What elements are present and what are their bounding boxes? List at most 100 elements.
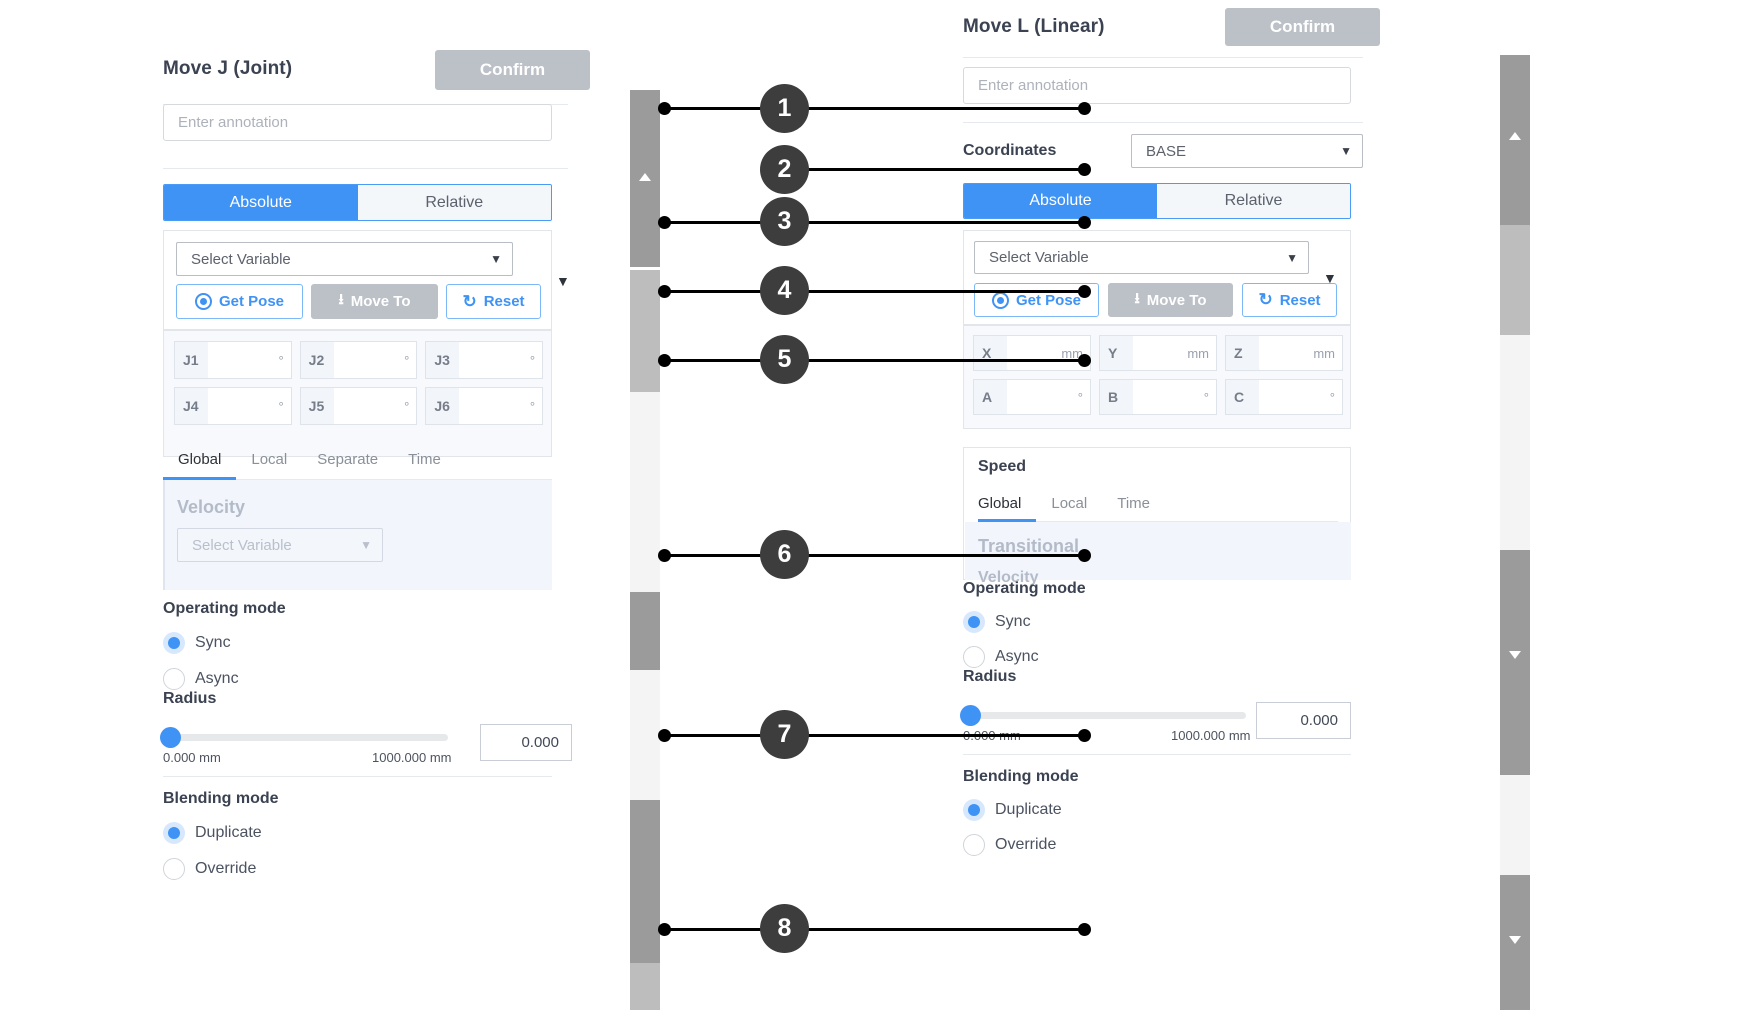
get-pose-button[interactable]: Get Pose <box>176 284 303 319</box>
scrollbar-track-top[interactable] <box>1500 55 1530 225</box>
scrollbar-track-top[interactable] <box>630 90 660 267</box>
radio-sync[interactable]: Sync <box>163 632 552 654</box>
radio-icon-checked[interactable] <box>963 611 985 633</box>
callout-dot-right-6 <box>1078 549 1091 562</box>
scrollbar-thumb[interactable] <box>630 270 660 392</box>
joint-row-2: J4 ° J5 ° J6 ° <box>174 387 544 425</box>
tab-time[interactable]: Time <box>408 451 441 468</box>
move-to-button[interactable]: ⭳ Move To <box>1108 283 1233 317</box>
scrollbar-track-bottom[interactable] <box>630 800 660 963</box>
speed-tabs[interactable]: Global Local Separate Time <box>163 440 552 480</box>
scrollbar-secondary-thumb[interactable] <box>630 592 660 670</box>
tab-local[interactable]: Local <box>1051 495 1088 512</box>
pose-field-z[interactable]: Z mm <box>1225 335 1343 371</box>
radio-duplicate[interactable]: Duplicate <box>963 799 1351 821</box>
left-scrollbar[interactable] <box>630 90 660 1010</box>
scrollbar-thumb-bottom[interactable] <box>630 963 660 1010</box>
get-pose-label: Get Pose <box>1015 291 1082 309</box>
velocity-variable-select[interactable]: Select Variable ▼ <box>177 528 383 562</box>
radio-icon-unchecked[interactable] <box>963 646 985 668</box>
pose-field-x[interactable]: X mm <box>973 335 1091 371</box>
radio-async[interactable]: Async <box>163 668 552 690</box>
speed-tabs[interactable]: Global Local Time <box>978 486 1338 522</box>
scrollbar-track-lower[interactable] <box>1500 550 1530 775</box>
tab-global[interactable]: Global <box>978 486 1037 522</box>
mode-segment-control[interactable]: Absolute Relative <box>163 184 552 221</box>
tab-absolute[interactable]: Absolute <box>164 185 358 220</box>
tab-absolute[interactable]: Absolute <box>964 184 1157 218</box>
radio-async[interactable]: Async <box>963 646 1351 668</box>
radius-value-input[interactable]: 0.000 <box>480 724 572 761</box>
tab-time[interactable]: Time <box>1117 495 1150 512</box>
scrollbar-track-mid[interactable] <box>1500 335 1530 550</box>
expand-variable-caret-icon[interactable]: ▼ <box>556 273 570 289</box>
radio-duplicate[interactable]: Duplicate <box>163 822 552 844</box>
radio-icon-unchecked[interactable] <box>163 668 185 690</box>
joint-field-j6[interactable]: J6 ° <box>425 387 544 425</box>
radius-title: Radius <box>163 690 217 707</box>
pose-unit: mm <box>1061 345 1083 361</box>
radius-slider[interactable] <box>160 727 448 748</box>
joint-field-j4[interactable]: J4 ° <box>174 387 292 425</box>
radio-label: Async <box>195 670 239 687</box>
joint-field-j1[interactable]: J1 ° <box>174 341 292 379</box>
tab-separate[interactable]: Separate <box>317 451 379 468</box>
scroll-down-arrow-icon[interactable] <box>1509 651 1521 660</box>
radio-icon-checked[interactable] <box>963 799 985 821</box>
tab-local[interactable]: Local <box>251 451 288 468</box>
slider-handle[interactable] <box>160 727 181 748</box>
scrollbar-thumb[interactable] <box>1500 225 1530 335</box>
annotation-input[interactable]: Enter annotation <box>163 104 552 141</box>
mode-segment-control[interactable]: Absolute Relative <box>963 183 1351 219</box>
radio-label: Sync <box>995 613 1031 630</box>
radio-sync[interactable]: Sync <box>963 611 1351 633</box>
expand-variable-caret-icon[interactable]: ▼ <box>1323 270 1337 286</box>
speed-title: Speed <box>978 458 1027 475</box>
variable-select[interactable]: Select Variable ▼ <box>974 241 1309 274</box>
variable-select[interactable]: Select Variable ▼ <box>176 242 513 276</box>
confirm-button[interactable]: Confirm <box>435 50 590 90</box>
callout-4: 4 <box>760 266 809 315</box>
radius-group: Radius 0.000 mm 1000.000 mm 0.000 <box>960 668 1373 743</box>
radio-icon-checked[interactable] <box>163 632 185 654</box>
joint-field-j5[interactable]: J5 ° <box>299 387 418 425</box>
scrollbar-track-bottom[interactable] <box>1500 775 1530 875</box>
velocity-title: Velocity <box>177 497 246 517</box>
move-to-button[interactable]: ⭳ Move To <box>311 284 438 319</box>
radius-value-input[interactable]: 0.000 <box>1256 702 1351 739</box>
joint-field-j3[interactable]: J3 ° <box>425 341 544 379</box>
tab-relative[interactable]: Relative <box>357 185 551 220</box>
confirm-button[interactable]: Confirm <box>1225 8 1380 46</box>
reset-button[interactable]: ↻ Reset <box>1242 283 1337 317</box>
joint-field-j2[interactable]: J2 ° <box>299 341 418 379</box>
scrollbar-track-end[interactable] <box>1500 875 1530 1010</box>
right-scrollbar[interactable] <box>1500 55 1530 1010</box>
tab-global[interactable]: Global <box>163 440 237 480</box>
pose-field-b[interactable]: B ° <box>1099 379 1217 415</box>
slider-handle[interactable] <box>960 705 981 726</box>
radio-override[interactable]: Override <box>963 834 1351 856</box>
callout-dot-right-4 <box>1078 285 1091 298</box>
scroll-up-arrow-icon[interactable] <box>1509 131 1521 140</box>
reset-button[interactable]: ↻ Reset <box>446 284 541 319</box>
radius-max-label: 1000.000 mm <box>1171 728 1251 743</box>
radio-icon-checked[interactable] <box>163 822 185 844</box>
move-j-panel: Move J (Joint) Confirm Enter annotation … <box>140 30 590 940</box>
pose-field-a[interactable]: A ° <box>973 379 1091 415</box>
pose-variable-box: Select Variable ▼ Get Pose ⭳ Move To ↻ R… <box>963 230 1351 325</box>
radio-icon-unchecked[interactable] <box>963 834 985 856</box>
scroll-down-arrow-icon-2[interactable] <box>1509 935 1521 944</box>
radio-icon-unchecked[interactable] <box>163 858 185 880</box>
chevron-down-icon: ▼ <box>1286 250 1298 265</box>
scrollbar-track-lower[interactable] <box>630 670 660 800</box>
scrollbar-track-mid[interactable] <box>630 392 660 592</box>
coordinates-select[interactable]: BASE ▼ <box>1131 134 1363 168</box>
radius-slider[interactable] <box>960 705 1246 726</box>
pose-field-y[interactable]: Y mm <box>1099 335 1217 371</box>
radio-override[interactable]: Override <box>163 858 552 880</box>
annotation-input[interactable]: Enter annotation <box>963 67 1351 104</box>
tab-relative[interactable]: Relative <box>1157 184 1350 218</box>
scroll-up-arrow-icon[interactable] <box>639 173 651 182</box>
joint-label: J5 <box>300 388 334 424</box>
pose-field-c[interactable]: C ° <box>1225 379 1343 415</box>
